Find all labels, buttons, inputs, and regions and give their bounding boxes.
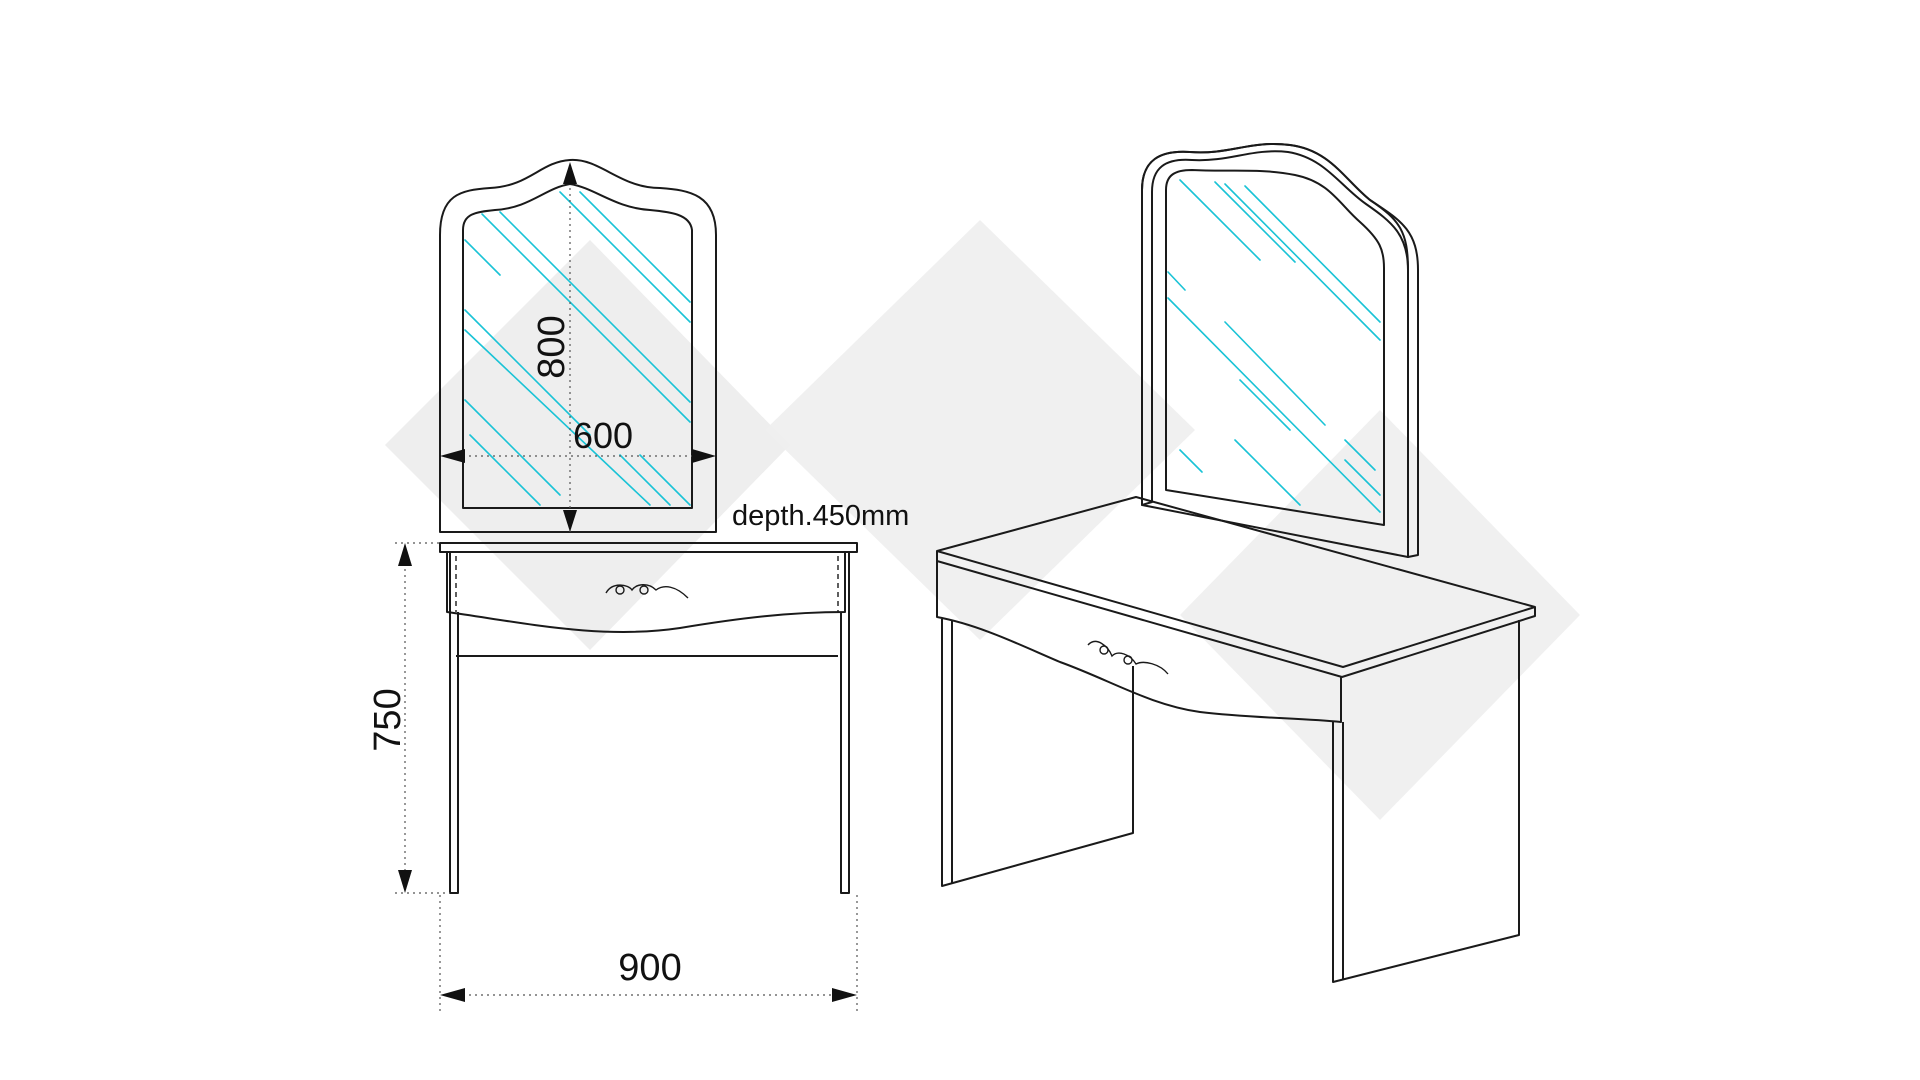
front-view: 800 600 depth.450mm [367, 158, 909, 1015]
front-glass-reflections [464, 191, 691, 506]
perspective-side-panel-right [1332, 620, 1520, 983]
front-leg-right [840, 552, 850, 894]
mirror-width-dimension [440, 449, 716, 463]
perspective-view [936, 143, 1536, 983]
perspective-side-panel-left [941, 619, 1134, 887]
front-drawer [446, 552, 846, 633]
table-width-dimension [439, 895, 858, 1015]
table-width-label: 900 [618, 947, 681, 989]
front-mirror-glass [462, 183, 693, 509]
perspective-drawer-handle [1087, 640, 1169, 675]
table-height-dimension [395, 542, 450, 894]
perspective-glass-reflections [1167, 179, 1381, 513]
front-mirror-frame [439, 158, 717, 533]
perspective-drawer [936, 561, 1342, 723]
depth-label: depth.450mm [732, 500, 909, 532]
front-leg-left [449, 552, 459, 894]
watermark-diamond-center [765, 220, 1195, 640]
watermark [385, 220, 1580, 820]
mirror-height-dimension [563, 162, 577, 532]
front-drawer-handle [605, 584, 689, 599]
perspective-mirror-glass [1165, 169, 1385, 526]
perspective-mirror-face [1141, 143, 1409, 558]
table-height-label: 750 [367, 688, 409, 751]
mirror-height-label: 800 [531, 315, 573, 378]
front-table-top [439, 542, 858, 553]
mirror-width-label: 600 [573, 415, 633, 456]
